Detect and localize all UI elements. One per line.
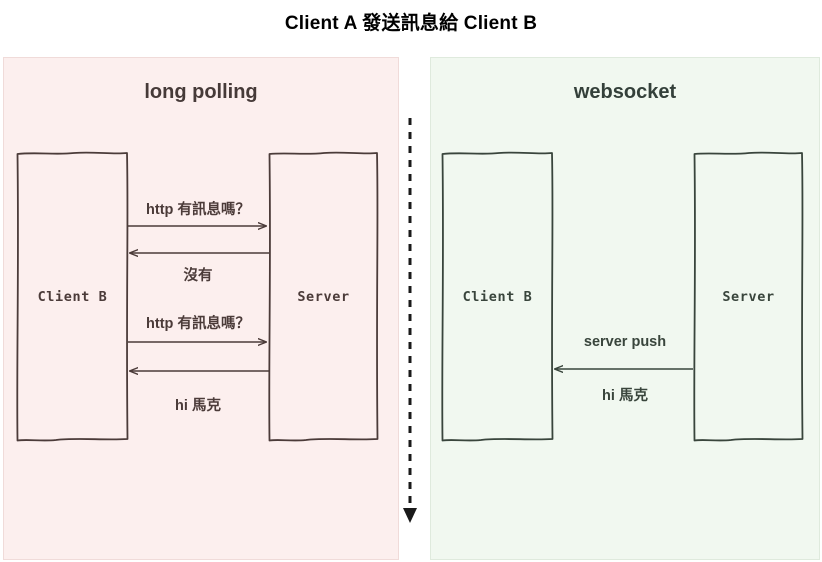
- long-polling-message-4-label: hi 馬克: [175, 398, 221, 414]
- long-polling-server-label: Server: [297, 288, 350, 305]
- long-polling-client-box: Client B: [16, 151, 129, 442]
- time-direction-divider: [396, 118, 430, 528]
- websocket-client-label: Client B: [462, 288, 533, 305]
- panel-title-websocket: websocket: [573, 81, 677, 103]
- panel-long-polling: long polling Client B Server: [3, 57, 399, 560]
- page-title: Client A 發送訊息給 Client B: [284, 13, 538, 34]
- websocket-server-box: Server: [693, 151, 804, 442]
- websocket-message-1-label: server push: [583, 334, 667, 350]
- websocket-server-label: Server: [722, 288, 775, 305]
- long-polling-server-box: Server: [268, 151, 379, 442]
- long-polling-message-2-label: 沒有: [183, 268, 213, 284]
- long-polling-message-3-label: http 有訊息嗎？: [146, 316, 250, 332]
- long-polling-client-label: Client B: [37, 288, 108, 305]
- long-polling-message-1-label: http 有訊息嗎？: [146, 202, 250, 218]
- websocket-message-2-label: hi 馬克: [602, 388, 648, 404]
- panel-websocket: websocket Client B Server server push: [430, 57, 820, 560]
- panel-title-long-polling: long polling: [144, 81, 258, 103]
- websocket-client-box: Client B: [441, 151, 554, 442]
